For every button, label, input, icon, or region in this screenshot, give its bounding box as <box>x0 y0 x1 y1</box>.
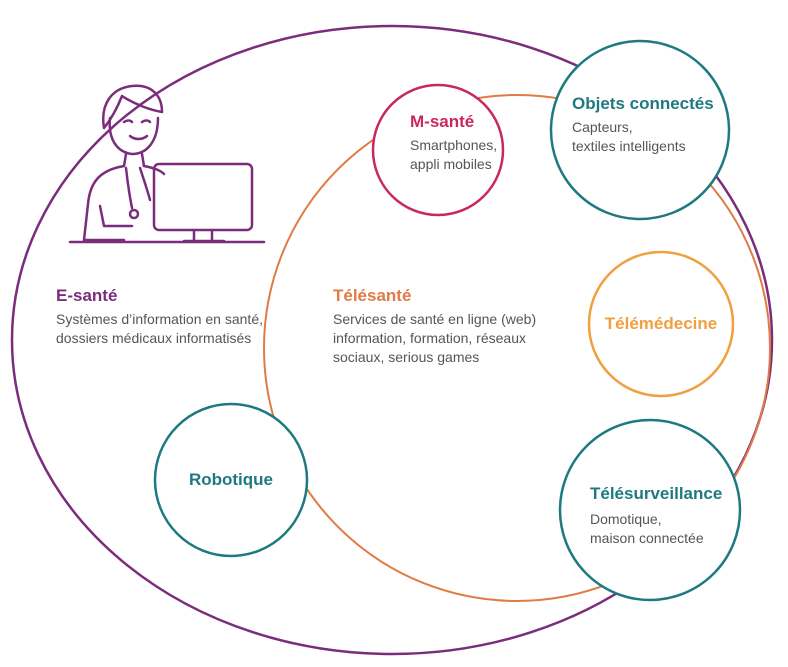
esante-line-1: Systèmes d’information en santé, <box>56 311 263 327</box>
msante-title: M-santé <box>410 112 475 131</box>
robotique-circle <box>153 402 309 558</box>
telesante-line-2: information, formation, réseaux <box>333 330 526 346</box>
msante-circle <box>371 83 505 217</box>
objets-line-1: Capteurs, <box>572 119 633 135</box>
objets-connectes-title: Objets connectés <box>572 94 714 113</box>
objets-connectes-circle <box>549 39 731 221</box>
robotique-title: Robotique <box>188 470 274 489</box>
esante-description: Systèmes d’information en santé, dossier… <box>56 310 263 348</box>
objets-connectes-description: Capteurs, textiles intelligents <box>572 118 686 156</box>
telesurveillance-circle <box>558 418 742 602</box>
esante-line-2: dossiers médicaux informatisés <box>56 330 252 346</box>
person-at-computer-icon <box>68 84 266 244</box>
msante-line-2: appli mobiles <box>410 156 492 172</box>
telesurveillance-line-1: Domotique, <box>590 511 662 527</box>
telesante-title: Télésanté <box>333 286 412 305</box>
msante-description: Smartphones, appli mobiles <box>410 136 497 174</box>
objets-line-2: textiles intelligents <box>572 138 686 154</box>
msante-line-1: Smartphones, <box>410 137 498 153</box>
telemedecine-circle <box>587 250 735 398</box>
telesante-line-1: Services de santé en ligne (web) <box>333 311 537 327</box>
telemedecine-title: Télémédecine <box>604 314 718 333</box>
telesurveillance-line-2: maison connectée <box>590 530 704 546</box>
telesante-line-3: sociaux, serious games <box>333 349 480 365</box>
esante-outer-ellipse <box>10 24 774 656</box>
esante-title: E-santé <box>56 286 118 305</box>
telesante-circle <box>263 94 771 602</box>
telesurveillance-description: Domotique, maison connectée <box>590 510 704 548</box>
telesante-description: Services de santé en ligne (web) informa… <box>333 310 536 367</box>
telesurveillance-title: Télésurveillance <box>590 484 723 503</box>
